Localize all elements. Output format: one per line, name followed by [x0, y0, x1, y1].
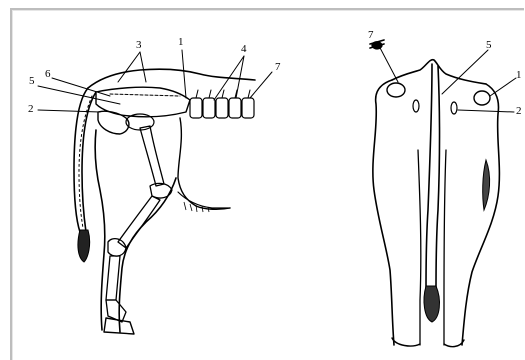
rear-view-right-outline: [462, 84, 499, 345]
rear-view-left-pin: [387, 83, 405, 97]
side-view-tibia: [118, 196, 160, 248]
rear-view-tail-right-edge: [436, 66, 440, 290]
side-view-label-1: 1: [178, 36, 184, 48]
rear-view-left-hoof: [392, 338, 420, 346]
side-view-back-outline: [88, 69, 255, 88]
side-view-label-6: 6: [45, 68, 51, 80]
rear-view-left-outline: [373, 80, 394, 345]
rear-view-leader-lines: [378, 44, 516, 112]
rear-view-drawing: [370, 40, 499, 347]
rear-view-label-2: 2: [516, 105, 522, 117]
side-view-lumbar-vertebrae: [190, 90, 254, 118]
side-view-tail-inner: [82, 92, 96, 232]
side-view-leg-rear-outline: [95, 130, 105, 330]
side-view-hock: [108, 239, 126, 256]
side-view-stifle: [150, 183, 172, 198]
side-view-label-5: 5: [29, 75, 35, 87]
side-view-label-7: 7: [275, 61, 281, 73]
side-view-cannon-bone: [106, 256, 120, 300]
rear-view-right-pin: [474, 91, 490, 105]
rear-view-label-7: 7: [368, 29, 374, 41]
side-view-flank-outline: [178, 118, 230, 209]
side-view-drawing: [74, 69, 255, 334]
side-view-underline-hair: [178, 192, 230, 208]
side-view-sacrum-dashes: [110, 94, 180, 96]
side-view-tail-vertebrae: [79, 96, 92, 228]
side-view-label-3: 3: [136, 39, 142, 51]
rear-view-tail-switch: [424, 286, 439, 322]
rear-view-right-thurl: [451, 102, 457, 114]
rear-view-label-1: 1: [516, 69, 522, 81]
side-view-label-4: 4: [241, 43, 247, 55]
side-view-hip-bone: [98, 111, 129, 134]
rear-view-hair-shading: [483, 160, 490, 210]
rear-view-right-inner-thigh: [444, 150, 446, 345]
rear-view-tail-left-edge: [426, 64, 432, 290]
rear-view-left-thurl: [413, 100, 419, 112]
side-view-tail-switch: [78, 230, 90, 262]
rear-view-right-hoof: [444, 340, 464, 347]
side-view-label-2: 2: [28, 103, 34, 115]
side-view-leader-lines: [38, 50, 272, 112]
rear-view-label-5: 5: [486, 39, 492, 51]
side-view-femur: [140, 126, 164, 186]
rear-view-left-inner-thigh: [418, 150, 421, 345]
